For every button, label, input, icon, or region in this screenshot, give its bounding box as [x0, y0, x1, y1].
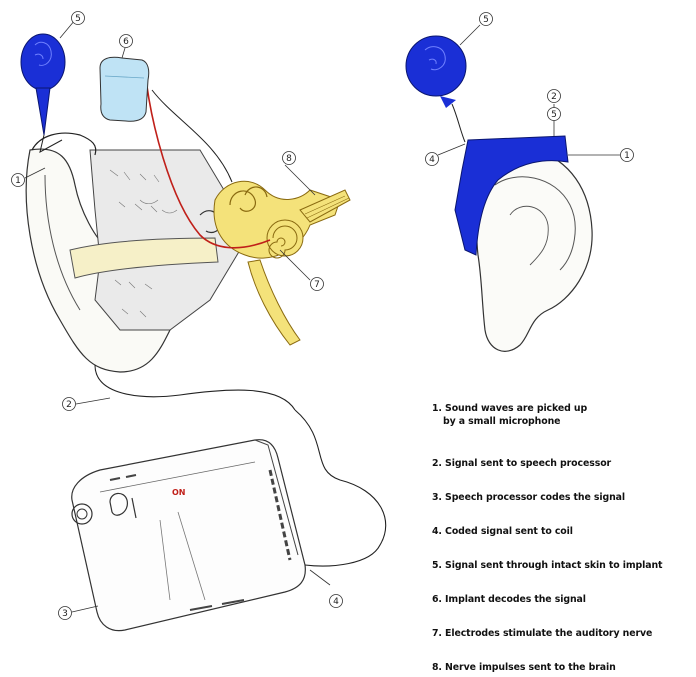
callout-6-left-label: 6	[123, 37, 129, 47]
callout-2-left: 2	[63, 398, 76, 411]
callout-1-right: 1	[621, 149, 634, 162]
callout-3-label: 3	[62, 609, 68, 619]
callout-5-left: 5	[72, 12, 85, 25]
callout-5-right-label: 5	[483, 15, 489, 25]
callout-4-right-label: 4	[429, 155, 435, 165]
step-1-text: 1. Sound waves are picked up	[432, 403, 587, 414]
callout-2-right-label: 2	[551, 92, 557, 102]
callout-5-right-stack: 5	[548, 108, 561, 121]
step-8-text: 8. Nerve impulses sent to the brain	[432, 662, 616, 673]
processor-body	[72, 440, 306, 631]
callout-7: 7	[311, 278, 324, 291]
external-ear-view	[406, 36, 592, 351]
step-1-continuation: by a small microphone	[432, 415, 587, 428]
callout-4-bottom-label: 4	[333, 597, 339, 607]
callout-5-left-label: 5	[75, 14, 81, 24]
callout-7-label: 7	[314, 280, 320, 290]
head-coil-left	[21, 34, 65, 152]
processor-mark: ON	[172, 488, 186, 497]
callout-8: 8	[283, 152, 296, 165]
step-8: 8. Nerve impulses sent to the brain	[432, 661, 616, 674]
inner-ear	[214, 181, 350, 345]
callout-5-right: 5	[480, 13, 493, 26]
step-4-text: 4. Coded signal sent to coil	[432, 526, 573, 537]
ear-cross-section	[21, 34, 350, 410]
callout-4-right: 4	[426, 153, 439, 166]
callout-4-bottom: 4	[330, 595, 343, 608]
callout-1-right-label: 1	[624, 151, 630, 161]
step-3-text: 3. Speech processor codes the signal	[432, 492, 625, 503]
step-2: 2. Signal sent to speech processor	[432, 457, 611, 470]
head-coil-right	[406, 36, 466, 142]
step-7: 7. Electrodes stimulate the auditory ner…	[432, 627, 652, 640]
callout-1-left: 1	[12, 174, 25, 187]
step-6-text: 6. Implant decodes the signal	[432, 594, 586, 605]
callout-2-left-label: 2	[66, 400, 72, 410]
callout-5-right-stack-label: 5	[551, 110, 557, 120]
callout-3: 3	[59, 607, 72, 620]
callout-6-left: 6	[120, 35, 133, 48]
step-1: 1. Sound waves are picked up by a small …	[432, 402, 587, 428]
step-6: 6. Implant decodes the signal	[432, 593, 586, 606]
step-7-text: 7. Electrodes stimulate the auditory ner…	[432, 628, 652, 639]
step-5-text: 5. Signal sent through intact skin to im…	[432, 560, 662, 571]
callout-8-label: 8	[286, 154, 292, 164]
step-4: 4. Coded signal sent to coil	[432, 525, 573, 538]
implant-receiver	[100, 57, 149, 121]
callout-2-right: 2	[548, 90, 561, 103]
step-2-text: 2. Signal sent to speech processor	[432, 458, 611, 469]
step-5: 5. Signal sent through intact skin to im…	[432, 559, 662, 572]
step-3: 3. Speech processor codes the signal	[432, 491, 625, 504]
callout-1-left-label: 1	[15, 176, 21, 186]
